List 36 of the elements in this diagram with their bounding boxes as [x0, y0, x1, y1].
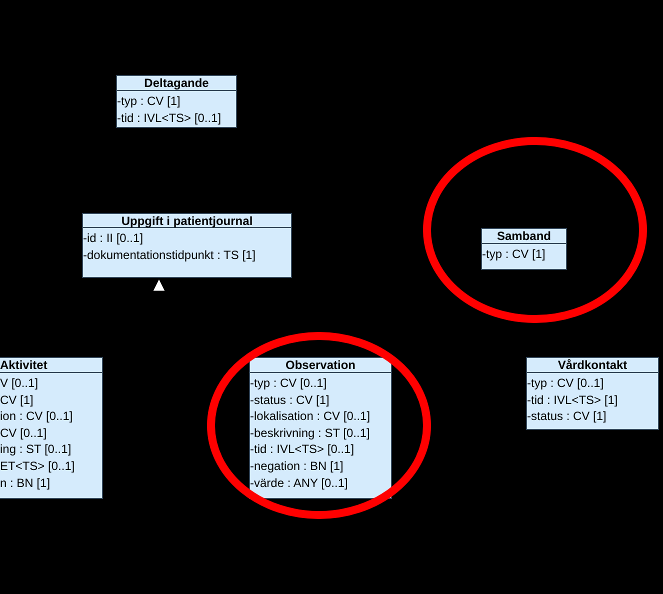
- attribute-text: -negation : BN [1]: [250, 458, 344, 475]
- class-box: [481, 228, 567, 270]
- highlight-ellipse: [207, 332, 431, 519]
- attribute-text: n : BN [1]: [0, 474, 50, 492]
- attribute-text: -dokumentationstidpunkt : TS [1]: [83, 246, 256, 264]
- attribute-text: CV [1]: [0, 392, 34, 408]
- class-name: Samband: [496, 229, 551, 243]
- attribute-text: -värde : ANY [0..1]: [250, 474, 348, 492]
- attribute-text: -status : CV [1]: [527, 408, 606, 425]
- class-box: [116, 75, 237, 128]
- class-name: Observation: [285, 358, 356, 372]
- attribute-text: -lokalisation : CV [0..1]: [250, 408, 370, 425]
- attribute-text: -tid : IVL<TS> [1]: [527, 392, 618, 408]
- class-box: [0, 357, 103, 499]
- attribute-text: -status : CV [1]: [250, 392, 330, 408]
- attribute-text: -typ : CV [0..1]: [527, 375, 604, 392]
- attribute-text: ing : ST [0..1]: [0, 441, 72, 458]
- class-box: [526, 357, 659, 430]
- attribute-text: -id : II [0..1]: [83, 230, 144, 247]
- class-name: Deltagande: [144, 76, 209, 90]
- attribute-text: -typ : CV [0..1]: [250, 375, 327, 392]
- highlight-ellipse: [423, 137, 647, 323]
- class-name: Aktivitet: [0, 358, 48, 372]
- attribute-text: -typ : CV [1]: [482, 246, 546, 263]
- attribute-text: -tid : IVL<TS> [0..1]: [117, 110, 222, 126]
- attribute-text: -beskrivning : ST [0..1]: [250, 424, 370, 442]
- attribute-text: ion : CV [0..1]: [0, 408, 73, 425]
- attribute-text: CV [0..1]: [0, 424, 47, 442]
- attribute-text: -typ : CV [1]: [117, 93, 180, 110]
- class-box: [82, 213, 292, 278]
- generalization-arrow: [152, 278, 166, 294]
- attribute-text: V [0..1]: [0, 375, 38, 392]
- attribute-text: -tid : IVL<TS> [0..1]: [250, 441, 354, 458]
- class-name: Uppgift i patientjournal: [121, 215, 253, 228]
- attribute-text: ET<TS> [0..1]: [0, 458, 75, 475]
- class-name: Vårdkontakt: [558, 358, 628, 372]
